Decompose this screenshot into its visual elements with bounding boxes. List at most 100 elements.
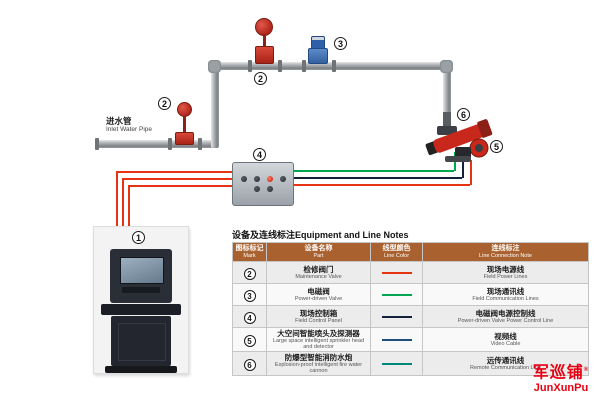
row-mark-circle: 2 — [243, 267, 256, 280]
cabinet-screen — [120, 257, 164, 284]
cell-part: 检修阀门 Maintenance Valve — [266, 261, 371, 284]
table-header-row: 图标标记 Mark 设备名称 Part 线型颜色 Line Color 连线标注… — [232, 242, 589, 262]
inlet-label-cn: 进水管 — [106, 116, 132, 126]
cabinet-base — [105, 366, 177, 373]
inlet-pipe-lower — [95, 140, 217, 148]
cannon-mount-bracket — [443, 112, 451, 128]
pipe-flange — [302, 60, 306, 72]
cabinet-keyboard-tray — [101, 304, 181, 315]
communication-wire — [294, 170, 454, 172]
brand-logo: 军巡铺® JunXunPu — [526, 361, 596, 394]
table-row: 3 电磁阀 Power-driven Valve 现场通讯线 Field Com… — [232, 283, 589, 306]
control-wire — [462, 156, 464, 178]
cell-line-color — [370, 283, 423, 306]
row-mark-circle: 6 — [243, 358, 256, 371]
equipment-line-notes-table: 图标标记 Mark 设备名称 Part 线型颜色 Line Color 连线标注… — [232, 242, 589, 376]
power-wire — [122, 178, 124, 250]
power-wire — [128, 185, 232, 187]
line-color-sample — [381, 362, 412, 365]
pipe-flange — [248, 60, 252, 72]
header-line-color: 线型颜色 Line Color — [370, 242, 423, 262]
cell-line-color — [370, 261, 423, 284]
table-row: 2 检修阀门 Maintenance Valve 现场电源线 Field Pow… — [232, 261, 589, 284]
cannon-base-arm — [445, 156, 471, 162]
power-wire — [128, 185, 130, 250]
pipe-flange — [278, 60, 282, 72]
maintenance-valve-body — [175, 132, 194, 145]
header-part: 设备名称 Part — [266, 242, 371, 262]
cell-line-color — [370, 351, 423, 376]
pipe-flange — [95, 138, 99, 150]
notes-table-title: 设备及连线标注Equipment and Line Notes — [232, 230, 409, 240]
table-row: 5 大空间智能喷头及探测器 Large space intelligent sp… — [232, 327, 589, 352]
water-cannon-illustration — [425, 112, 493, 162]
pipe-flange — [198, 138, 202, 150]
pipe-top-run — [211, 62, 451, 70]
marker-4-control-box: 4 — [253, 148, 266, 161]
cell-mark: 4 — [232, 305, 267, 328]
field-control-panel-box — [232, 162, 294, 206]
panel-knob — [240, 176, 247, 182]
cannon-barrel — [433, 123, 485, 153]
header-mark: 图标标记 Mark — [232, 242, 267, 262]
cell-line-color — [370, 305, 423, 328]
pipe-elbow-right — [440, 60, 453, 73]
power-wire — [470, 160, 472, 185]
marker-5-detector: 5 — [490, 140, 503, 153]
power-wire — [294, 184, 470, 186]
power-wire — [116, 171, 232, 173]
power-wire — [116, 171, 118, 250]
cabinet-door-seam — [118, 323, 166, 361]
marker-2-lower-valve: 2 — [158, 97, 171, 110]
line-color-sample — [381, 293, 412, 296]
panel-knob — [253, 186, 260, 192]
cell-mark: 3 — [232, 283, 267, 306]
pipe-flange — [168, 138, 172, 150]
row-mark-circle: 4 — [243, 311, 256, 324]
cabinet-button-row — [122, 287, 160, 293]
marker-2-upper-valve: 2 — [254, 72, 267, 85]
cannon-rear-cap — [477, 119, 493, 138]
cell-note: 电磁阀电源控制线 Power-driven Valve Power Contro… — [422, 305, 589, 328]
power-wire — [122, 178, 232, 180]
panel-knob — [253, 176, 260, 182]
cell-mark: 5 — [232, 327, 267, 352]
panel-knob — [266, 186, 273, 192]
cell-line-color — [370, 327, 423, 352]
marker-1-cabinet: 1 — [132, 231, 145, 244]
cell-mark: 2 — [232, 261, 267, 284]
gate-valve-body — [255, 46, 274, 64]
panel-knob — [279, 176, 286, 182]
brand-logo-cn: 军巡铺® — [526, 361, 596, 382]
table-row: 4 现场控制箱 Field Control Panel 电磁阀电源控制线 Pow… — [232, 305, 589, 328]
cell-part: 现场控制箱 Field Control Panel — [266, 305, 371, 328]
cell-mark: 6 — [232, 351, 267, 376]
cell-note: 现场电源线 Field Power Lines — [422, 261, 589, 284]
pipe-flange — [332, 60, 336, 72]
cell-note: 视频线 Video Cable — [422, 327, 589, 352]
control-wire — [294, 177, 462, 179]
gate-valve-stem — [263, 34, 266, 48]
row-mark-circle: 5 — [243, 334, 256, 347]
cannon-yoke — [437, 126, 457, 135]
brand-logo-en: JunXunPu — [533, 382, 589, 395]
control-host-cabinet — [93, 226, 189, 374]
cannon-camera-box — [455, 147, 471, 158]
inlet-label-en: Inlet Water Pipe — [106, 126, 153, 133]
maintenance-valve-stem — [183, 116, 186, 134]
cell-note: 现场通讯线 Field Communication Lines — [422, 283, 589, 306]
cell-part: 大空间智能喷头及探测器 Large space intelligent spri… — [266, 327, 371, 352]
registered-mark: ® — [583, 367, 590, 373]
pipe-elbow-left — [208, 60, 221, 73]
marker-6-cannon: 6 — [457, 108, 470, 121]
marker-3-solenoid: 3 — [334, 37, 347, 50]
row-mark-circle: 3 — [243, 289, 256, 302]
brand-name-cn: 军巡铺 — [532, 364, 584, 382]
cell-part: 电磁阀 Power-driven Valve — [266, 283, 371, 306]
pipe-riser-left — [211, 66, 219, 148]
cannon-detector-lens — [475, 144, 483, 152]
cell-note: 远传通讯线 Remote Communication Line — [422, 351, 589, 376]
line-color-sample — [381, 315, 412, 318]
table-row: 6 防爆型智能消防水炮 Explosion-proof intelligent … — [232, 351, 589, 376]
